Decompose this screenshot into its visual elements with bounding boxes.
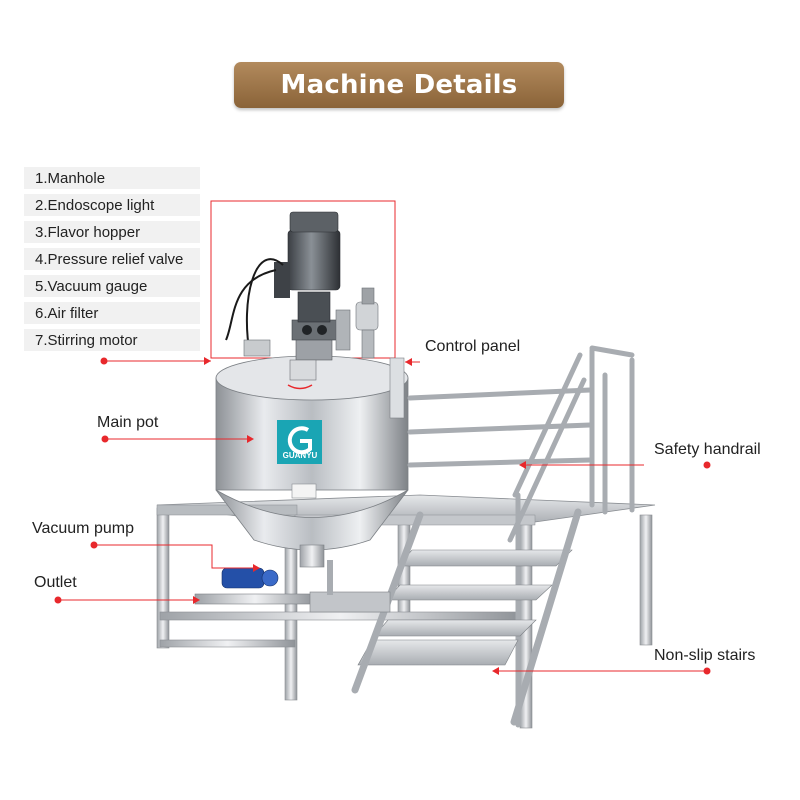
parts-list-item: 5.Vacuum gauge: [24, 275, 200, 297]
label-non-slip-stairs: Non-slip stairs: [654, 647, 756, 664]
brand-name: GUANYU: [282, 451, 318, 460]
callout-lines: [58, 360, 707, 672]
parts-list-item: 6.Air filter: [24, 302, 200, 324]
stair-treads: [357, 549, 573, 666]
handrail-structure: [407, 345, 635, 728]
parts-list: 1.Manhole 2.Endoscope light 3.Flavor hop…: [24, 167, 200, 356]
label-control-panel: Control panel: [425, 338, 521, 355]
label-safety-handrail: Safety handrail: [654, 441, 761, 458]
title-banner: Machine Details: [234, 62, 564, 108]
label-main-pot: Main pot: [97, 414, 159, 431]
parts-list-item: 3.Flavor hopper: [24, 221, 200, 243]
callout-dots: [54, 357, 711, 675]
brand-logo: [277, 420, 322, 464]
label-outlet: Outlet: [34, 574, 77, 591]
page-title: Machine Details: [280, 70, 518, 100]
top-fittings: [225, 211, 379, 390]
support-frame: [156, 507, 653, 729]
pump-assembly: [194, 560, 391, 613]
label-vacuum-pump: Vacuum pump: [32, 520, 134, 537]
parts-list-item: 7.Stirring motor: [24, 329, 200, 351]
callout-arrowheads: [193, 357, 526, 675]
parts-list-item: 2.Endoscope light: [24, 194, 200, 216]
parts-list-item: 1.Manhole: [24, 167, 200, 189]
parts-list-item: 4.Pressure relief valve: [24, 248, 200, 270]
main-pot-body: [215, 355, 409, 568]
